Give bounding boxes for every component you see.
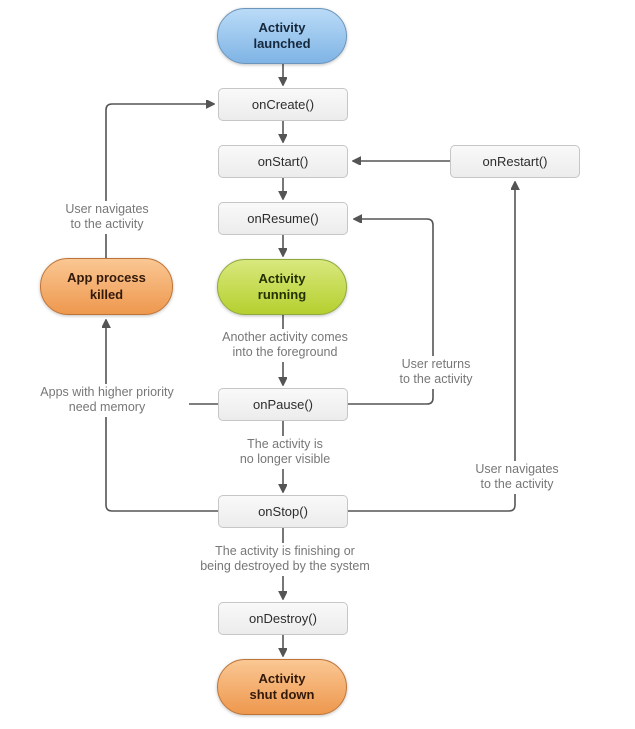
node-activity-running: Activity running bbox=[217, 259, 347, 315]
node-ondestroy: onDestroy() bbox=[218, 602, 348, 635]
note-higher-priority-memory: Apps with higher priority need memory bbox=[25, 384, 189, 417]
arrow-onpause-to-onresume-loop bbox=[348, 219, 434, 405]
note-user-returns: User returns to the activity bbox=[374, 356, 498, 389]
note-another-activity-foreground: Another activity comes into the foregrou… bbox=[203, 329, 367, 362]
arrow-app-killed-to-oncreate bbox=[105, 104, 213, 258]
node-activity-launched: Activity launched bbox=[217, 8, 347, 64]
arrow-onstop-to-onrestart-loop bbox=[348, 183, 515, 512]
node-onstop: onStop() bbox=[218, 495, 348, 528]
node-oncreate: onCreate() bbox=[218, 88, 348, 121]
node-onpause: onPause() bbox=[218, 388, 348, 421]
node-onresume: onResume() bbox=[218, 202, 348, 235]
node-onrestart: onRestart() bbox=[450, 145, 580, 178]
note-no-longer-visible: The activity is no longer visible bbox=[203, 436, 367, 469]
node-onstart: onStart() bbox=[218, 145, 348, 178]
note-user-navigates-left: User navigates to the activity bbox=[45, 201, 169, 234]
note-activity-finishing: The activity is finishing or being destr… bbox=[183, 543, 387, 576]
note-user-navigates-right: User navigates to the activity bbox=[455, 461, 579, 494]
node-activity-shut-down: Activity shut down bbox=[217, 659, 347, 715]
node-app-process-killed: App process killed bbox=[40, 258, 173, 315]
arrow-onstop-to-app-killed bbox=[106, 321, 218, 512]
